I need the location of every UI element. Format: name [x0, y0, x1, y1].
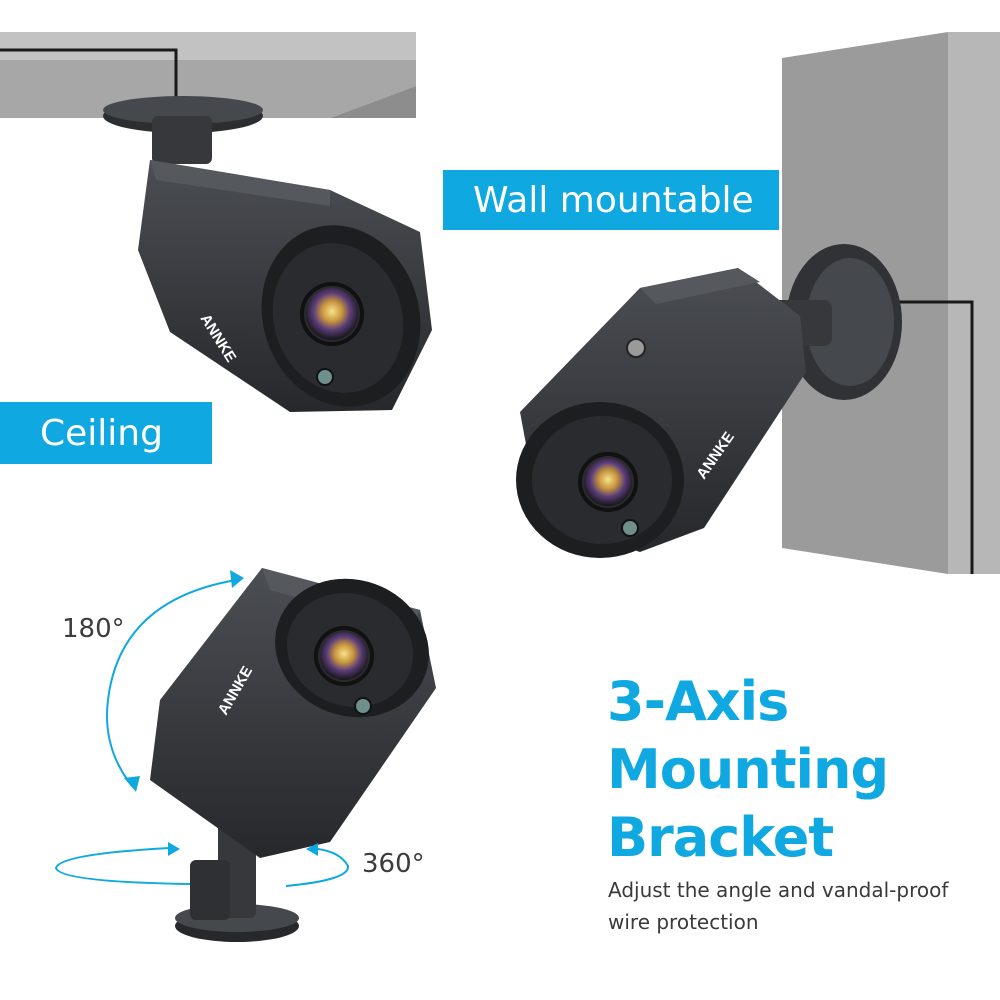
vertical-rotation-arrow — [106, 570, 244, 792]
wall-cable — [892, 300, 974, 574]
ceiling-surface — [0, 32, 416, 118]
rotation-camera — [150, 568, 436, 942]
ceiling-cable — [0, 48, 178, 104]
ceiling-camera — [103, 96, 432, 412]
wall-mountable-label: Wall mountable — [443, 170, 779, 230]
headline-line-1: 3-Axis — [607, 670, 789, 733]
horizontal-rotation-label: 360° — [362, 849, 425, 879]
ceiling-label: Ceiling — [0, 402, 212, 464]
wall-camera — [516, 244, 902, 558]
vertical-rotation-label: 180° — [62, 614, 125, 644]
headline-line-2: Mounting — [607, 738, 889, 801]
horizontal-rotation-arrow — [54, 842, 349, 887]
feature-description: Adjust the angle and vandal-proof wire p… — [608, 878, 949, 934]
headline-line-3: Bracket — [607, 806, 834, 869]
headline: 3-Axis Mounting Bracket — [607, 668, 889, 872]
